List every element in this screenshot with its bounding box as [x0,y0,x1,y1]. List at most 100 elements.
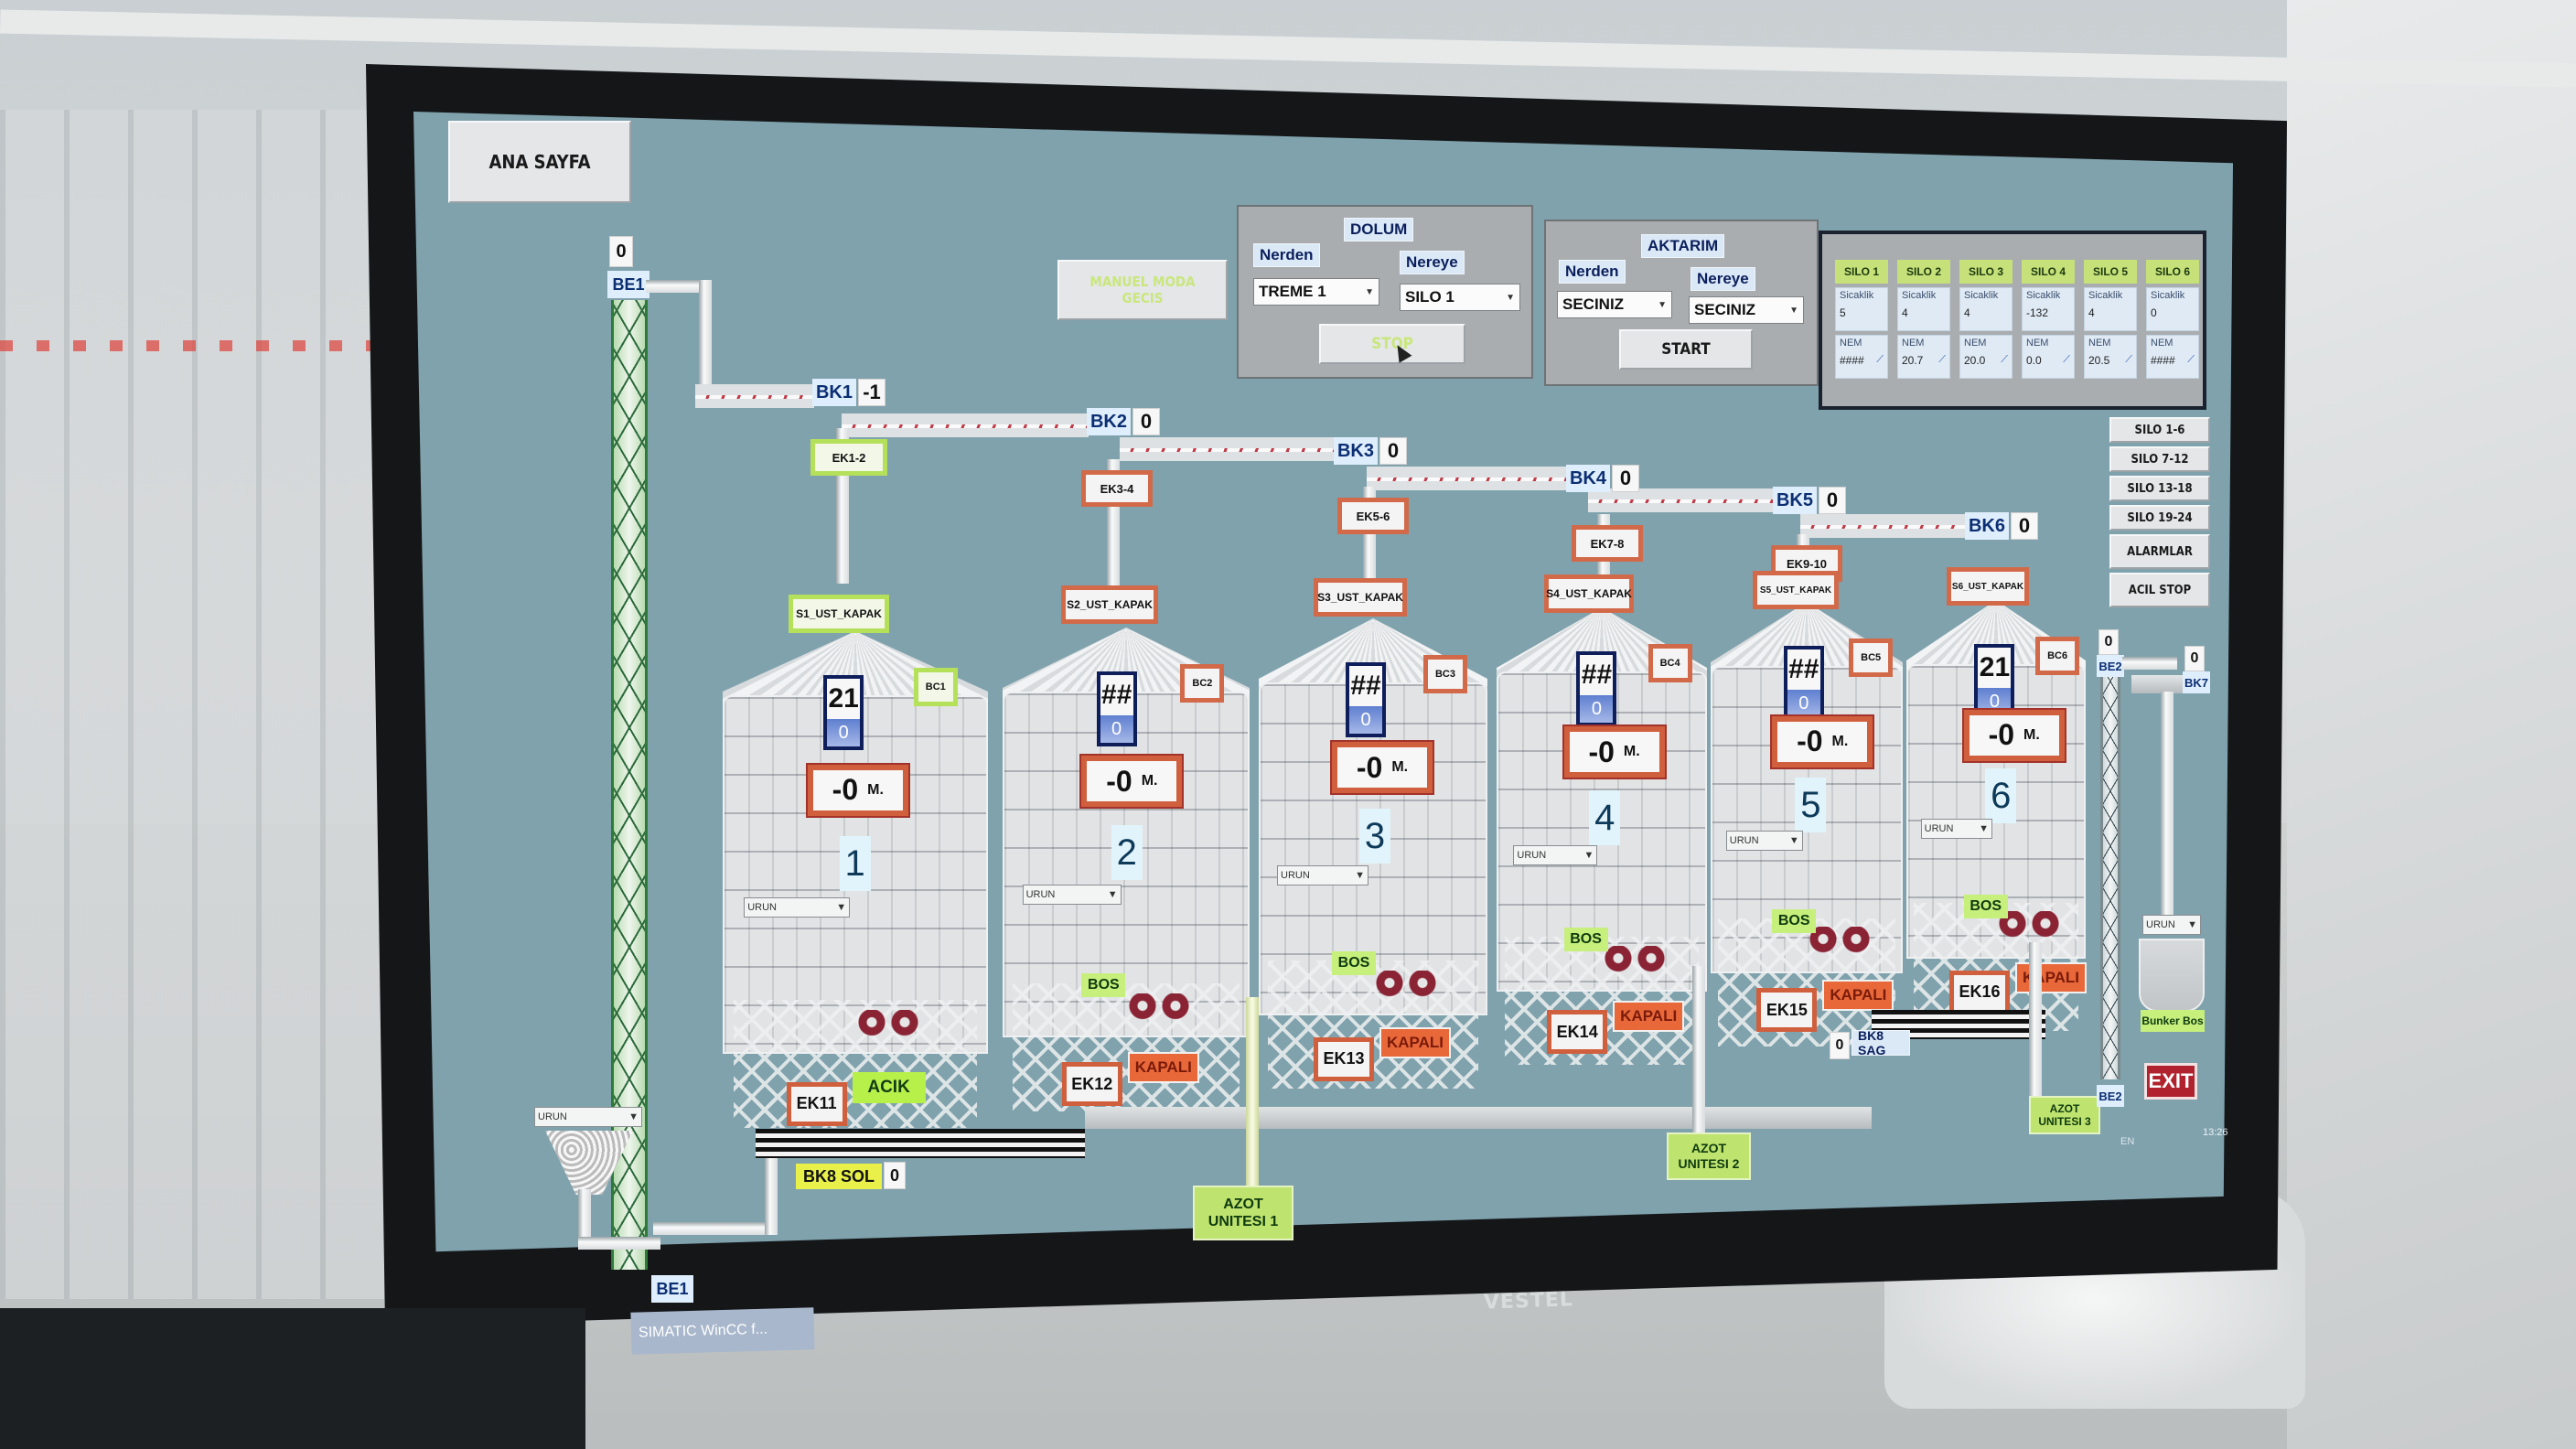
manual-mode-button[interactable]: MANUEL MODA GECIS [1057,260,1228,320]
silo-status-title: SILO 1 [1835,260,1888,284]
silo-top-cover[interactable]: S6_UST_KAPAK [1947,567,2029,606]
silo-number: 2 [1111,825,1143,880]
conveyor-bk7 [2131,675,2184,693]
be1-bottom-label: BE1 [651,1275,693,1303]
silo-humidity-row: 0.0⟋ [2026,354,2070,367]
gate-tag[interactable]: EK1-2 [810,439,887,476]
dolum-to-select[interactable]: SILO 1▼ [1400,284,1520,311]
conveyor-bk6 [1800,514,1965,538]
aktarim-to-value: SECINIZ [1694,301,1756,318]
gate-tag[interactable]: EK7-8 [1572,525,1643,562]
dolum-from-select[interactable]: TREME 1▼ [1253,278,1379,306]
silo-humidity-field[interactable]: NEM####⟋ [1835,335,1888,379]
side-nav-button[interactable]: ALARMLAR [2109,534,2210,569]
silo-humidity-label: NEM [1840,338,1862,349]
silo-product-value: URUN [1281,870,1310,882]
silo-bc-tag: BC5 [1849,639,1894,677]
valve-icon[interactable] [1373,970,1406,998]
dolum-start-stop-button[interactable]: STOP [1319,324,1465,364]
aktarim-to-select[interactable]: SECINIZ▼ [1689,296,1804,324]
silo-bottom-gate[interactable]: EK15 [1756,988,1818,1033]
conveyor-bk3 [1120,437,1341,461]
silo-top-cover[interactable]: S1_UST_KAPAK [789,595,889,633]
silo-top-cover[interactable]: S5_UST_KAPAK [1753,571,1839,609]
indicator-lights [0,340,384,351]
side-nav-button[interactable]: SILO 7-12 [2109,446,2210,472]
silo-temp-value: 4 [2088,306,2095,319]
dolum-title: DOLUM [1344,218,1414,242]
taskbar-wincc-button[interactable]: SIMATIC WinCC f... [630,1307,815,1355]
valve-icon[interactable] [1635,946,1668,973]
silo-temp-value: -132 [2026,306,2049,319]
silo-top-cover[interactable]: S2_UST_KAPAK [1061,585,1158,624]
aktarim-start-button[interactable]: START [1619,329,1753,370]
silo-bottom-gate[interactable]: EK12 [1061,1062,1122,1107]
valve-icon[interactable] [855,1010,888,1038]
pipe [2122,657,2177,670]
pipe [2161,692,2174,917]
valve-icon[interactable] [888,1010,921,1038]
silo-bottom-gate[interactable]: EK14 [1547,1010,1608,1054]
home-button[interactable]: ANA SAYFA [448,121,631,203]
valve-icon[interactable] [2029,911,2062,939]
collection-channel [1085,1107,1872,1129]
silo-top-cover[interactable]: S4_UST_KAPAK [1544,574,1634,613]
silo-top-cover[interactable]: S3_UST_KAPAK [1314,578,1407,617]
side-nav-button[interactable]: ACIL STOP [2109,573,2210,607]
silo-bottom-gate[interactable]: EK11 [786,1081,847,1126]
silo-product-select[interactable]: URUN▼ [1277,865,1368,886]
tray-language[interactable]: EN [2120,1136,2135,1147]
silo-humidity-field[interactable]: NEM####⟋ [2146,335,2199,379]
silo-gate-state: KAPALI [2015,961,2088,993]
side-nav-button[interactable]: SILO 19-24 [2109,505,2210,531]
silo-bottom-gate[interactable]: EK16 [1949,970,2011,1014]
valve-icon[interactable] [1840,927,1873,955]
silo-product-select[interactable]: URUN▼ [1725,830,1803,851]
nitrogen-pipe-2 [1692,966,1705,1140]
side-nav-button[interactable]: SILO 13-18 [2109,476,2210,501]
side-nav-button[interactable]: SILO 1-6 [2109,417,2210,443]
dolum-to-label: Nereye [1400,251,1465,274]
silo-product-select[interactable]: URUN▼ [1920,819,1993,840]
manual-mode-line2: GECIS [1122,290,1164,306]
valve-icon[interactable] [1159,993,1192,1021]
bunker-product-select[interactable]: URUN▼ [2142,915,2201,935]
intake-product-select[interactable]: URUN▼ [534,1107,642,1127]
gate-tag[interactable]: EK5-6 [1337,498,1409,534]
silo-number: 1 [839,836,871,891]
gate-tag[interactable]: EK3-4 [1081,470,1153,507]
aktarim-from-select[interactable]: SECINIZ▼ [1557,291,1672,318]
silo-product-select[interactable]: URUN▼ [1022,884,1122,905]
conveyor-label-bk5: BK5 [1773,487,1817,514]
dolum-to-value: SILO 1 [1405,288,1454,306]
silo-product-select[interactable]: URUN▼ [744,897,851,918]
silo-temp-label: Sicaklik [2026,290,2061,301]
exit-button[interactable]: EXIT [2144,1063,2197,1100]
silo-temp-field[interactable]: Sicaklik -132 [2022,287,2075,331]
conveyor-value-bk4: 0 [1612,465,1639,492]
valve-icon[interactable] [1126,993,1159,1021]
silo-bottom-gate[interactable]: EK13 [1314,1036,1374,1081]
bunker-product-value: URUN [2146,919,2175,930]
silo-status-title: SILO 4 [2022,260,2075,284]
silo-product-select[interactable]: URUN▼ [1513,845,1598,865]
valve-icon[interactable] [1406,970,1439,998]
